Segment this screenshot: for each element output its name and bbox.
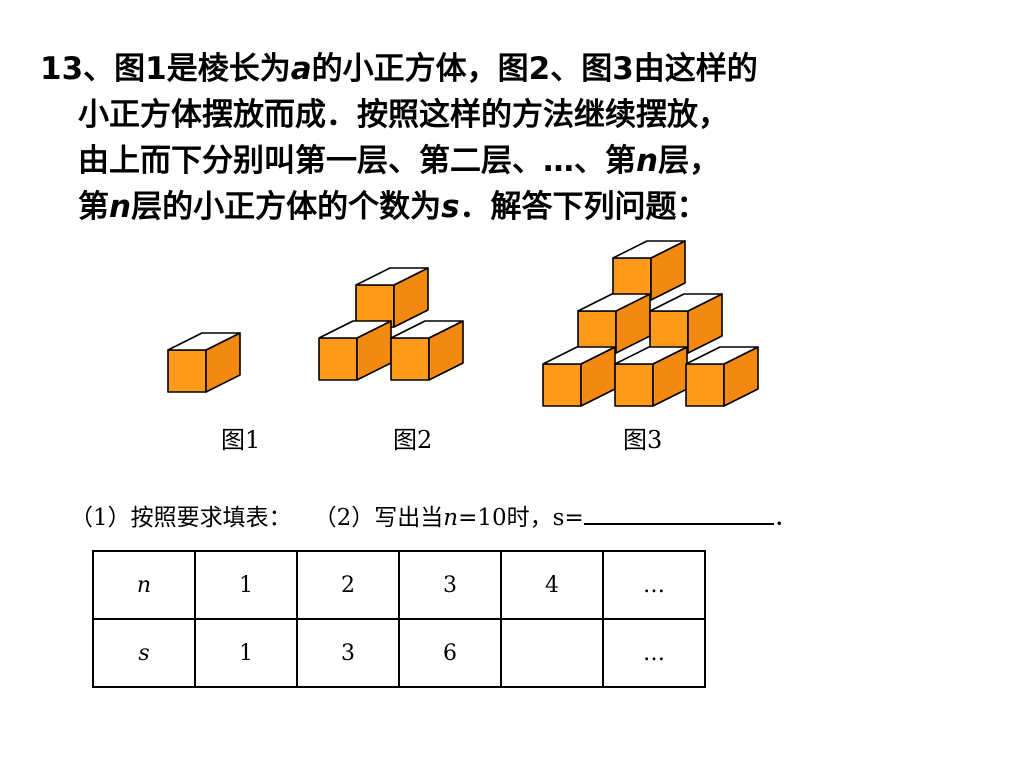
table-row-s: s 1 3 6 …: [92, 618, 706, 688]
question-2-text: =10时，s=: [458, 505, 584, 531]
cube: [355, 267, 429, 328]
variable-n: n: [636, 143, 659, 179]
cube: [614, 346, 688, 407]
table-cell: 3: [398, 550, 502, 620]
problem-text: 、图1是棱长为: [83, 51, 291, 87]
problem-line-3: 由上而下分别叫第一层、第二层、…、第n层，: [40, 138, 1000, 184]
figure-3-caption: 图3: [623, 426, 663, 454]
table-row-n: n 1 2 3 4 …: [92, 550, 706, 620]
problem-text: 小正方体摆放而成．按照这样的方法继续摆放，: [78, 97, 729, 133]
answer-blank[interactable]: [583, 501, 774, 525]
figure-1-caption: 图1: [221, 426, 261, 454]
table-cell: 6: [398, 618, 502, 688]
table-cell: …: [602, 618, 706, 688]
question-2-variable: n: [443, 505, 459, 531]
table-cell: 2: [296, 550, 400, 620]
problem-text: ．解答下列问题：: [459, 189, 708, 225]
question-2-end: ．: [773, 505, 797, 531]
problem-text: 第: [78, 189, 109, 225]
fill-in-table: n 1 2 3 4 … s 1 3 6 …: [92, 550, 706, 688]
table-cell: 3: [296, 618, 400, 688]
problem-text: 层，: [658, 143, 721, 179]
figure-3-cube-stack: [542, 240, 759, 407]
questions: （1）按照要求填表： （2）写出当n=10时，s= ．: [70, 498, 797, 532]
problem-text: 的小正方体，图2、图3由这样的: [311, 51, 758, 87]
problem-line-2: 小正方体摆放而成．按照这样的方法继续摆放，: [40, 92, 1000, 138]
variable-n: n: [109, 189, 132, 225]
cube: [612, 240, 686, 301]
table-header-n: n: [92, 550, 196, 620]
question-1: （1）按照要求填表：: [70, 505, 292, 531]
problem-statement: 13、图1是棱长为a的小正方体，图2、图3由这样的 小正方体摆放而成．按照这样的…: [40, 46, 1000, 230]
table-cell: 4: [500, 550, 604, 620]
cube: [577, 293, 651, 354]
cube: [390, 320, 464, 381]
figure-2-cube-stack: [318, 267, 464, 381]
problem-line-4: 第n层的小正方体的个数为s．解答下列问题：: [40, 184, 1000, 230]
cube: [318, 320, 392, 381]
cube: [649, 293, 723, 354]
variable-a: a: [290, 51, 312, 87]
question-2-prefix: （2）写出当: [313, 505, 444, 531]
figure-1-cube-stack: [167, 332, 241, 393]
variable-s: s: [441, 189, 460, 225]
table-cell: 1: [194, 618, 298, 688]
cube: [167, 332, 241, 393]
problem-number: 13: [40, 51, 84, 87]
table-cell: 1: [194, 550, 298, 620]
problem-line-1: 13、图1是棱长为a的小正方体，图2、图3由这样的: [40, 46, 1000, 92]
table-cell: …: [602, 550, 706, 620]
problem-text: 层的小正方体的个数为: [131, 189, 442, 225]
figure-2-caption: 图2: [393, 426, 433, 454]
cube: [685, 346, 759, 407]
table-header-s: s: [92, 618, 196, 688]
problem-text: 由上而下分别叫第一层、第二层、…、第: [78, 143, 636, 179]
cube: [542, 346, 616, 407]
answer-cell[interactable]: [500, 618, 604, 688]
